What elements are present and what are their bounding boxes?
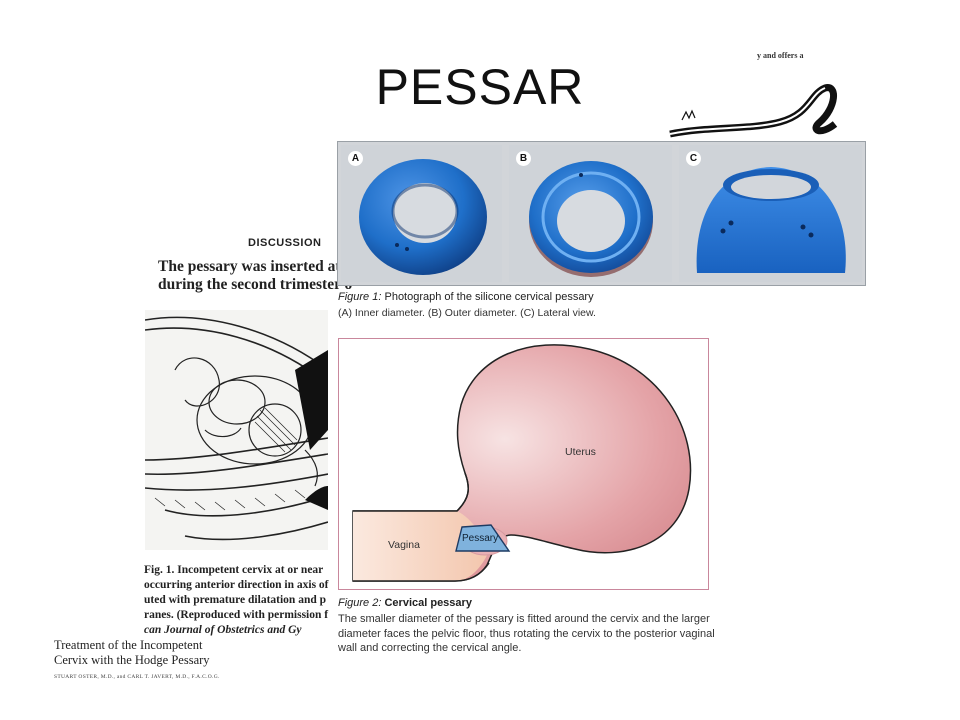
figure1-caption-text: (A) Inner diameter. (B) Outer diameter. … [338, 307, 596, 319]
figure2-caption-heading: Cervical pessary [384, 597, 472, 609]
figure1-photo-b: B [509, 145, 672, 282]
figure1-caption-label: Figure 1: [338, 291, 382, 303]
scan-paper-title: Treatment of the Incompetent Cervix with… [54, 638, 210, 668]
hand-icon [681, 109, 696, 121]
figure2-caption-line: The smaller diameter of the pessary is f… [338, 613, 710, 625]
scan-caption-line: can Journal of Obstetrics and Gy [144, 624, 302, 636]
pessary-shape [455, 524, 511, 552]
figure1-label-c: C [686, 151, 701, 166]
scan-body-line-2: during the second trimester o [158, 276, 353, 293]
pessary-label: Pessary [462, 533, 499, 544]
uterus-label: Uterus [565, 446, 596, 458]
scan-caption-line: ranes. (Reproduced with permission f [144, 609, 329, 621]
figure1-photo-a: A [341, 145, 502, 282]
scan-caption-line: Fig. 1. Incompetent cervix at or near [144, 564, 324, 576]
figure2-diagram: Uterus Vagina Pessary [338, 338, 709, 590]
scan-section-heading: DISCUSSION [248, 237, 322, 249]
figure1-label-a: A [348, 151, 363, 166]
scan-authors: STUART OSTER, M.D., and CARL T. JAVERT, … [54, 674, 220, 680]
figure1-label-b: B [516, 151, 531, 166]
paper-title-line: Cervix with the Hodge Pessary [54, 653, 210, 667]
slide-title: PESSAR [375, 59, 585, 115]
scan-anatomy-drawing [145, 310, 328, 550]
scan-body-line-1: The pessary was inserted at [158, 258, 341, 275]
scan-caption-line: uted with premature dilatation and p [144, 594, 327, 606]
figure1-caption-title: Figure 1: Photograph of the silicone cer… [338, 291, 594, 303]
vagina-label: Vagina [388, 539, 420, 551]
figure2-caption-label: Figure 2: [338, 597, 382, 609]
figure1-photo-panel: A B [337, 141, 866, 286]
figure2-caption-line: wall and correcting the cervical angle. [338, 642, 522, 654]
figure1-photo-c: C [679, 145, 862, 282]
hodge-pessary-drawing [669, 84, 838, 138]
vagina-shape [353, 511, 489, 581]
scan-corner-fragment: y and offers a [757, 51, 804, 60]
scan-caption-line: occurring anterior direction in axis of [144, 579, 329, 591]
scan-figure-caption: Fig. 1. Incompetent cervix at or near oc… [144, 563, 329, 638]
paper-title-line: Treatment of the Incompetent [54, 638, 203, 652]
figure2-caption-line: diameter faces the pelvic floor, thus ro… [338, 627, 715, 640]
figure1-caption-heading: Photograph of the silicone cervical pess… [384, 291, 594, 303]
figure2-caption-title: Figure 2: Cervical pessary [338, 597, 472, 609]
figure2-caption-text: The smaller diameter of the pessary is f… [338, 612, 738, 656]
